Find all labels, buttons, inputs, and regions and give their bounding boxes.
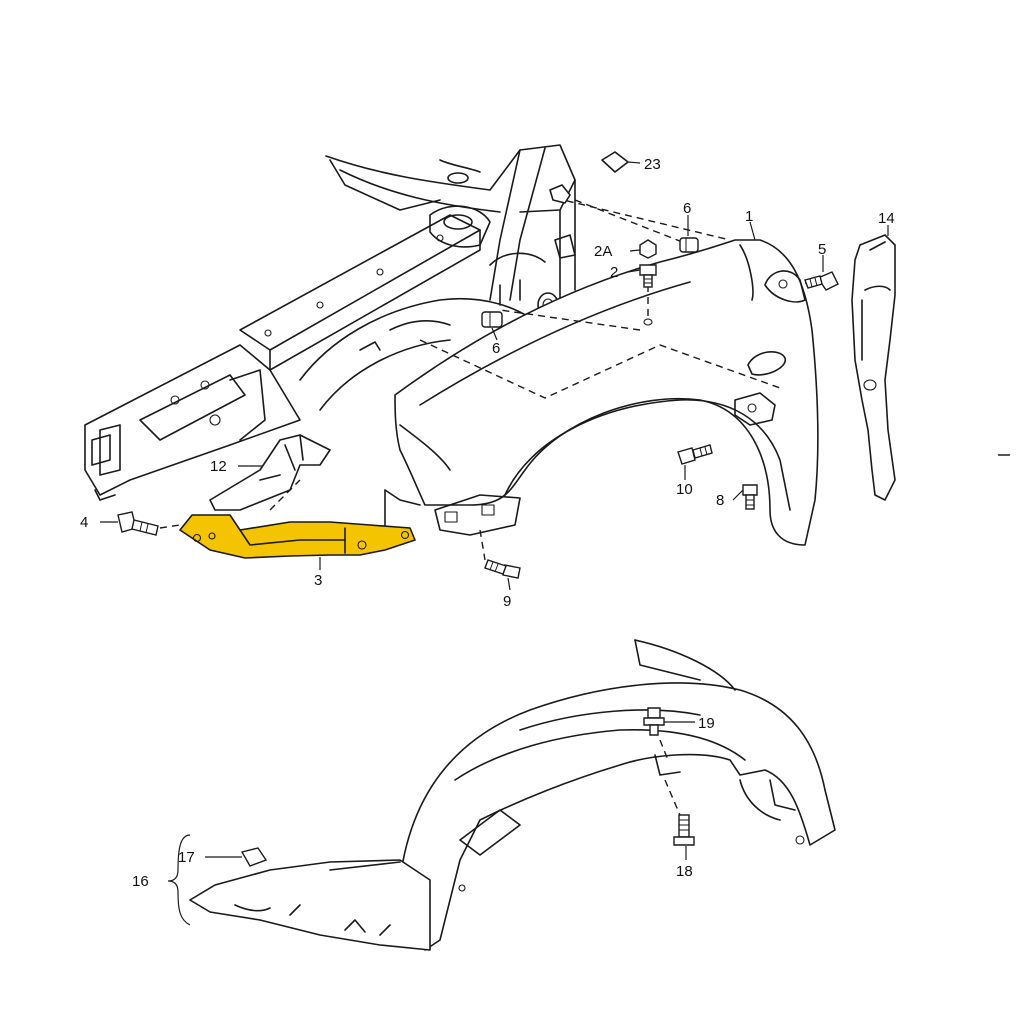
callout-4: 4 bbox=[80, 514, 88, 531]
bolt-9-icon bbox=[484, 559, 521, 579]
fender bbox=[384, 239, 819, 546]
callout-17: 17 bbox=[178, 849, 195, 866]
rear-fender-bracket bbox=[851, 234, 896, 501]
body-structure bbox=[84, 144, 576, 501]
callout-labels: 1 2 2A 3 4 5 6 6 8 9 10 12 14 16 17 18 1… bbox=[80, 156, 895, 890]
cowl-clip-icon bbox=[549, 184, 571, 204]
callout-23: 23 bbox=[644, 156, 661, 173]
callout-10: 10 bbox=[676, 481, 693, 498]
callout-8: 8 bbox=[716, 492, 724, 509]
clip-17-icon bbox=[240, 847, 268, 867]
clip-19-icon bbox=[643, 707, 665, 736]
callout-2a: 2A bbox=[594, 243, 612, 260]
callout-18: 18 bbox=[676, 863, 693, 880]
callout-6-upper: 6 bbox=[683, 200, 691, 217]
clip-23-icon bbox=[601, 151, 629, 173]
highlighted-bracket bbox=[179, 514, 416, 559]
fasteners bbox=[117, 151, 839, 867]
callout-3: 3 bbox=[314, 572, 322, 589]
callout-12: 12 bbox=[210, 458, 227, 475]
callout-19: 19 bbox=[698, 715, 715, 732]
callout-14: 14 bbox=[878, 210, 895, 227]
callout-9: 9 bbox=[503, 593, 511, 610]
bolt-8-icon bbox=[742, 484, 758, 510]
bolt-10-icon bbox=[677, 444, 713, 465]
wheel-arch-liner bbox=[399, 639, 836, 951]
leader-lines bbox=[100, 161, 889, 926]
screw-18-icon bbox=[673, 814, 695, 846]
bracket-12 bbox=[209, 434, 331, 511]
bolt-5-icon bbox=[804, 271, 839, 291]
bushing-6-upper-icon bbox=[679, 237, 699, 253]
bolt-2-icon bbox=[639, 264, 657, 288]
callout-16: 16 bbox=[132, 873, 149, 890]
callout-2: 2 bbox=[610, 264, 618, 281]
bolt-4-icon bbox=[117, 511, 159, 536]
callout-5: 5 bbox=[818, 241, 826, 258]
callout-1: 1 bbox=[745, 208, 753, 225]
nut-2a-icon bbox=[639, 239, 657, 259]
callout-6-lower: 6 bbox=[492, 340, 500, 357]
bushing-6-lower-icon bbox=[481, 311, 503, 328]
under-panel bbox=[189, 859, 431, 951]
